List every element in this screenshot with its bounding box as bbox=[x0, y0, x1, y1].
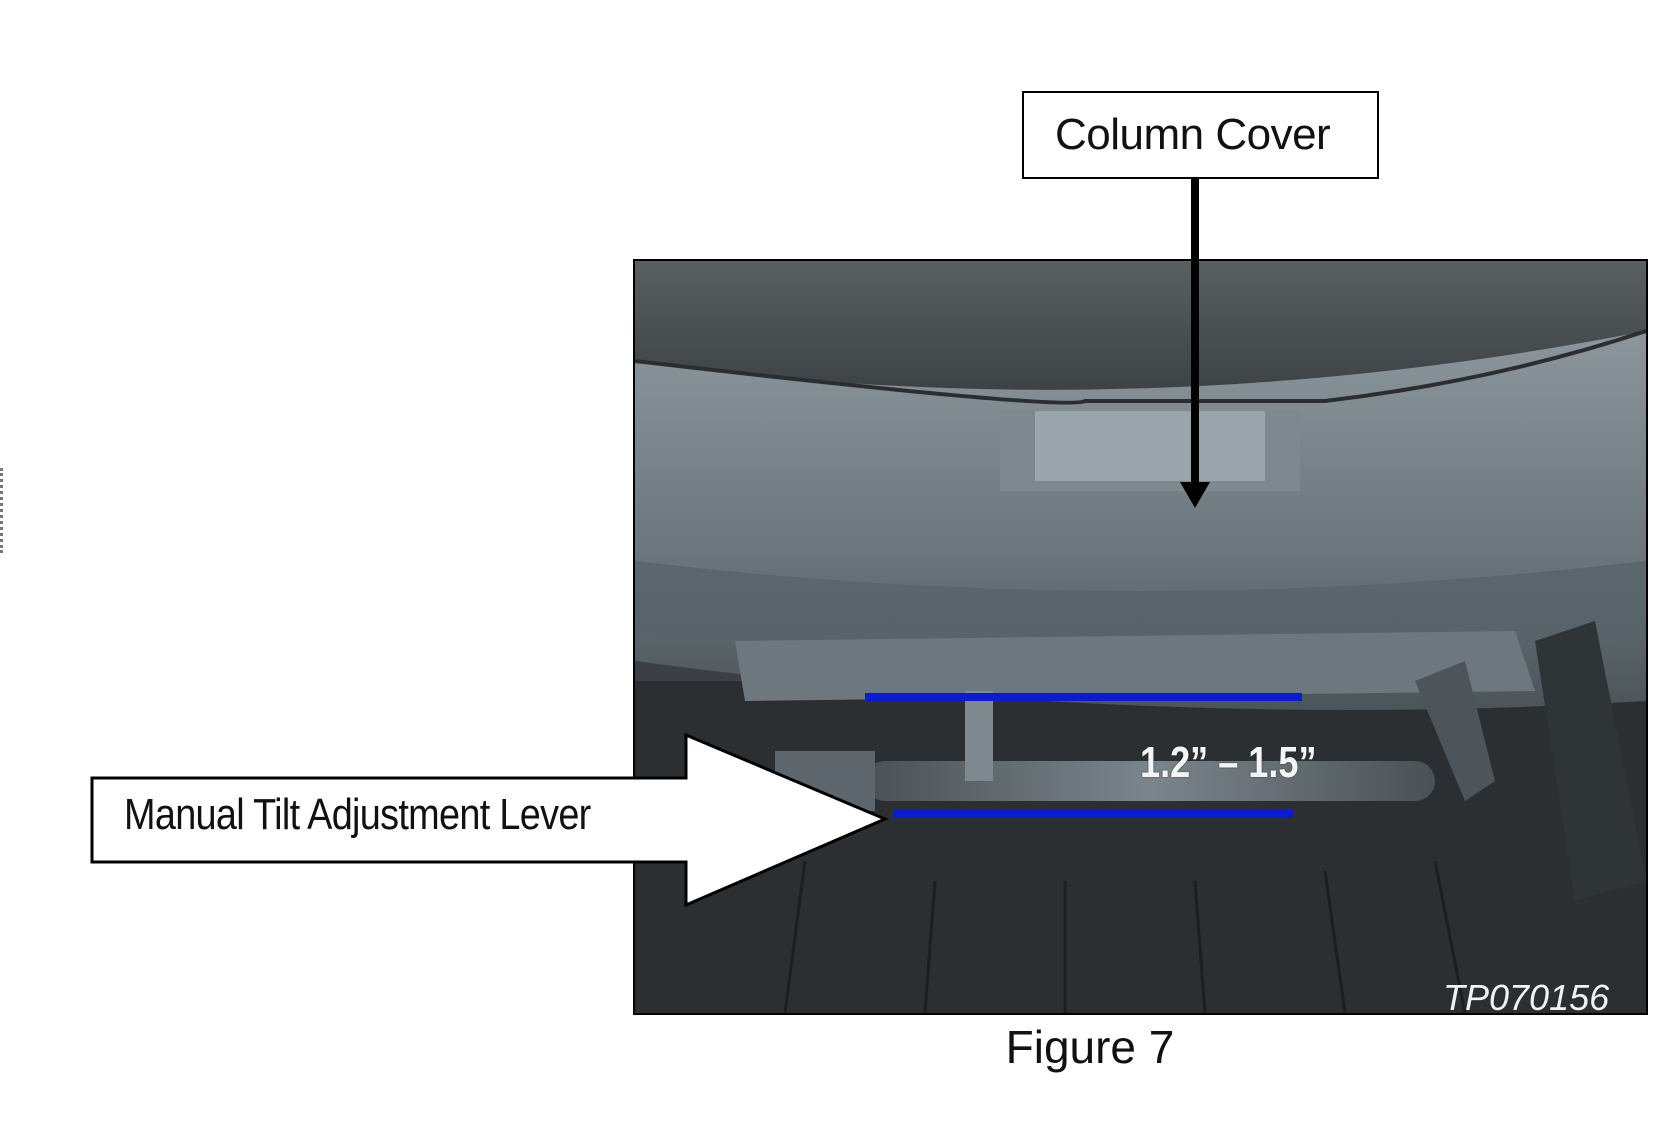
lever-callout-arrow bbox=[90, 732, 889, 908]
column-cover-arrow-head bbox=[1180, 482, 1210, 508]
column-cover-callout: Column Cover bbox=[1022, 91, 1379, 179]
page-edge-mark bbox=[0, 468, 7, 553]
column-photo bbox=[633, 259, 1648, 1015]
measurement-label: 1.2” – 1.5” bbox=[1140, 738, 1317, 787]
photo-id: TP070156 bbox=[1443, 977, 1610, 1018]
lever-callout-label: Manual Tilt Adjustment Lever bbox=[124, 790, 591, 839]
column-photo-illustration bbox=[635, 261, 1646, 1013]
figure-caption: Figure 7 bbox=[1005, 1021, 1175, 1073]
